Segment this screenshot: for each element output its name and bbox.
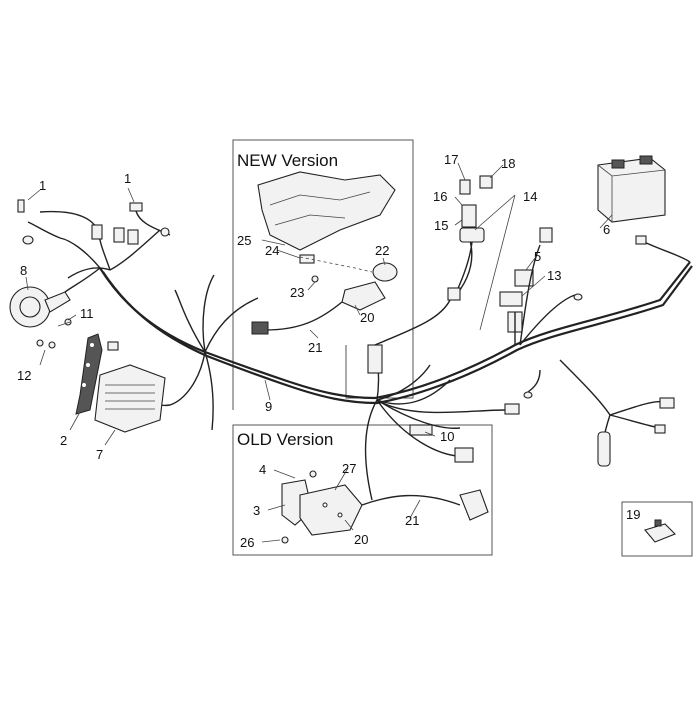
bracket <box>75 333 103 415</box>
horn <box>9 267 101 328</box>
ignition-coil-new <box>341 281 386 311</box>
connector-bundle <box>367 344 383 374</box>
callout-9: 9 <box>265 399 272 414</box>
callout-26: 26 <box>240 535 254 550</box>
fuse-box-13 <box>499 291 523 307</box>
callout-16: 16 <box>433 189 447 204</box>
callout-22: 22 <box>375 243 389 258</box>
callout-12: 12 <box>17 368 31 383</box>
callout-4: 4 <box>259 462 266 477</box>
screws-11-12 <box>36 318 72 349</box>
callout-8: 8 <box>20 263 27 278</box>
old-version-parts <box>281 470 489 544</box>
callout-7: 7 <box>96 447 103 462</box>
fuse-holder-group <box>447 175 516 331</box>
right-harness-tail <box>519 227 691 467</box>
callout-19: 19 <box>626 507 640 522</box>
callout-21-new: 21 <box>308 340 322 355</box>
ignition-coil-old <box>299 484 363 536</box>
callout-10: 10 <box>440 429 454 444</box>
callout-6: 6 <box>603 222 610 237</box>
callout-27: 27 <box>342 461 356 476</box>
callout-leaders <box>25 162 613 543</box>
callout-24: 24 <box>265 243 279 258</box>
spark-plug-cap-new <box>299 254 315 264</box>
callout-labels: 1 1 8 11 12 2 7 9 10 25 24 23 22 20 21 4… <box>17 152 640 550</box>
callout-1-right: 1 <box>124 171 131 186</box>
central-harness-branch <box>364 239 520 501</box>
callout-15: 15 <box>434 218 448 233</box>
battery <box>597 155 666 223</box>
new-version-box: NEW Version <box>232 139 414 410</box>
new-version-title: NEW Version <box>237 151 338 170</box>
spark-plug-cap-old <box>459 489 489 521</box>
callout-1-left: 1 <box>39 178 46 193</box>
callout-20-old: 20 <box>354 532 368 547</box>
old-version-box: OLD Version <box>232 424 493 556</box>
callout-18: 18 <box>501 156 515 171</box>
callout-5: 5 <box>534 249 541 264</box>
bulb-socket-right <box>129 202 143 212</box>
callout-23: 23 <box>290 285 304 300</box>
bulb-socket-left <box>17 199 25 213</box>
item-19-box <box>621 501 693 557</box>
callout-3: 3 <box>253 503 260 518</box>
old-version-title: OLD Version <box>237 430 333 449</box>
item-19-part <box>644 519 676 543</box>
new-version-parts <box>251 171 398 335</box>
relay-5 <box>514 269 534 287</box>
callout-13: 13 <box>547 268 561 283</box>
main-harness <box>59 229 693 431</box>
relay-and-fuse <box>499 269 583 346</box>
callout-25: 25 <box>237 233 251 248</box>
callout-17: 17 <box>444 152 458 167</box>
callout-21-old: 21 <box>405 513 419 528</box>
callout-20-new: 20 <box>360 310 374 325</box>
sensor-22 <box>372 262 398 282</box>
voltage-regulator <box>94 341 166 433</box>
connector-group-left <box>17 199 171 245</box>
callout-11: 11 <box>80 306 94 321</box>
callout-14: 14 <box>523 189 537 204</box>
callout-2: 2 <box>60 433 67 448</box>
